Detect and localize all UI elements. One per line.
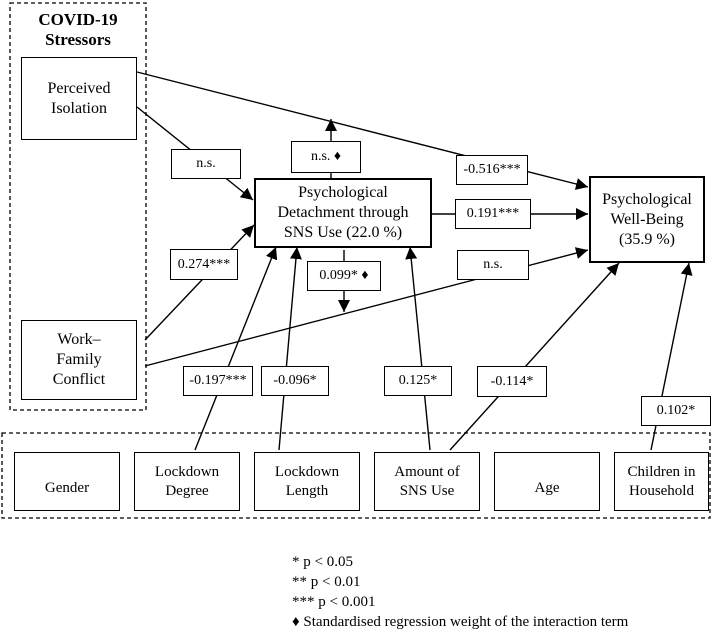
arrow-length-to-detachment (278, 246, 302, 451)
stressors-group-title: COVID-19 Stressors (38, 10, 118, 50)
coef-sns-to-wellbeing: -0.114* (477, 366, 547, 397)
coef-conflict-to-wellbeing: n.s. (457, 250, 529, 280)
coef-detachment-to-wellbeing: 0.191*** (455, 199, 531, 229)
arrow-sns-to-wellbeing (449, 262, 620, 451)
control-gender: Gender (14, 452, 120, 511)
coef-conflict-to-detachment: 0.274*** (170, 249, 238, 280)
control-age: Age (494, 452, 600, 511)
arrow-conflict-to-detachment (144, 224, 255, 341)
coef-degree-to-detachment: -0.197*** (183, 366, 253, 396)
arrow-sns-to-detachment (405, 246, 431, 451)
coef-conflict-moderation: 0.099* ♦ (307, 261, 381, 291)
legend-item: ♦ Standardised regression weight of the … (292, 614, 629, 630)
coef-isolation-to-detachment: n.s. (171, 149, 241, 179)
node-psychological-detachment: Psychological Detachment through SNS Use… (254, 178, 432, 248)
coef-isolation-to-wellbeing: -0.516*** (456, 155, 528, 185)
coef-length-to-detachment: -0.096* (261, 366, 329, 396)
control-lockdown-length: Lockdown Length (254, 452, 360, 511)
stressors-group-frame (9, 2, 147, 411)
coef-sns-to-detachment: 0.125* (384, 366, 452, 396)
coef-isolation-moderation: n.s. ♦ (291, 141, 361, 173)
coef-children-to-wellbeing: 0.102* (641, 396, 711, 426)
arrow-degree-to-detachment (194, 246, 278, 451)
control-amount-of-sns-use: Amount of SNS Use (374, 452, 480, 511)
control-children-in-household: Children in Household (614, 452, 709, 511)
legend-item: ** p < 0.01 (292, 574, 361, 590)
control-lockdown-degree: Lockdown Degree (134, 452, 240, 511)
controls-group-frame (1, 432, 711, 519)
node-work-family-conflict: Work– Family Conflict (21, 320, 137, 400)
node-perceived-isolation: Perceived Isolation (21, 57, 137, 140)
legend-item: *** p < 0.001 (292, 594, 376, 610)
node-psychological-wellbeing: Psychological Well-Being (35.9 %) (589, 176, 705, 263)
legend-item: * p < 0.05 (292, 554, 353, 570)
